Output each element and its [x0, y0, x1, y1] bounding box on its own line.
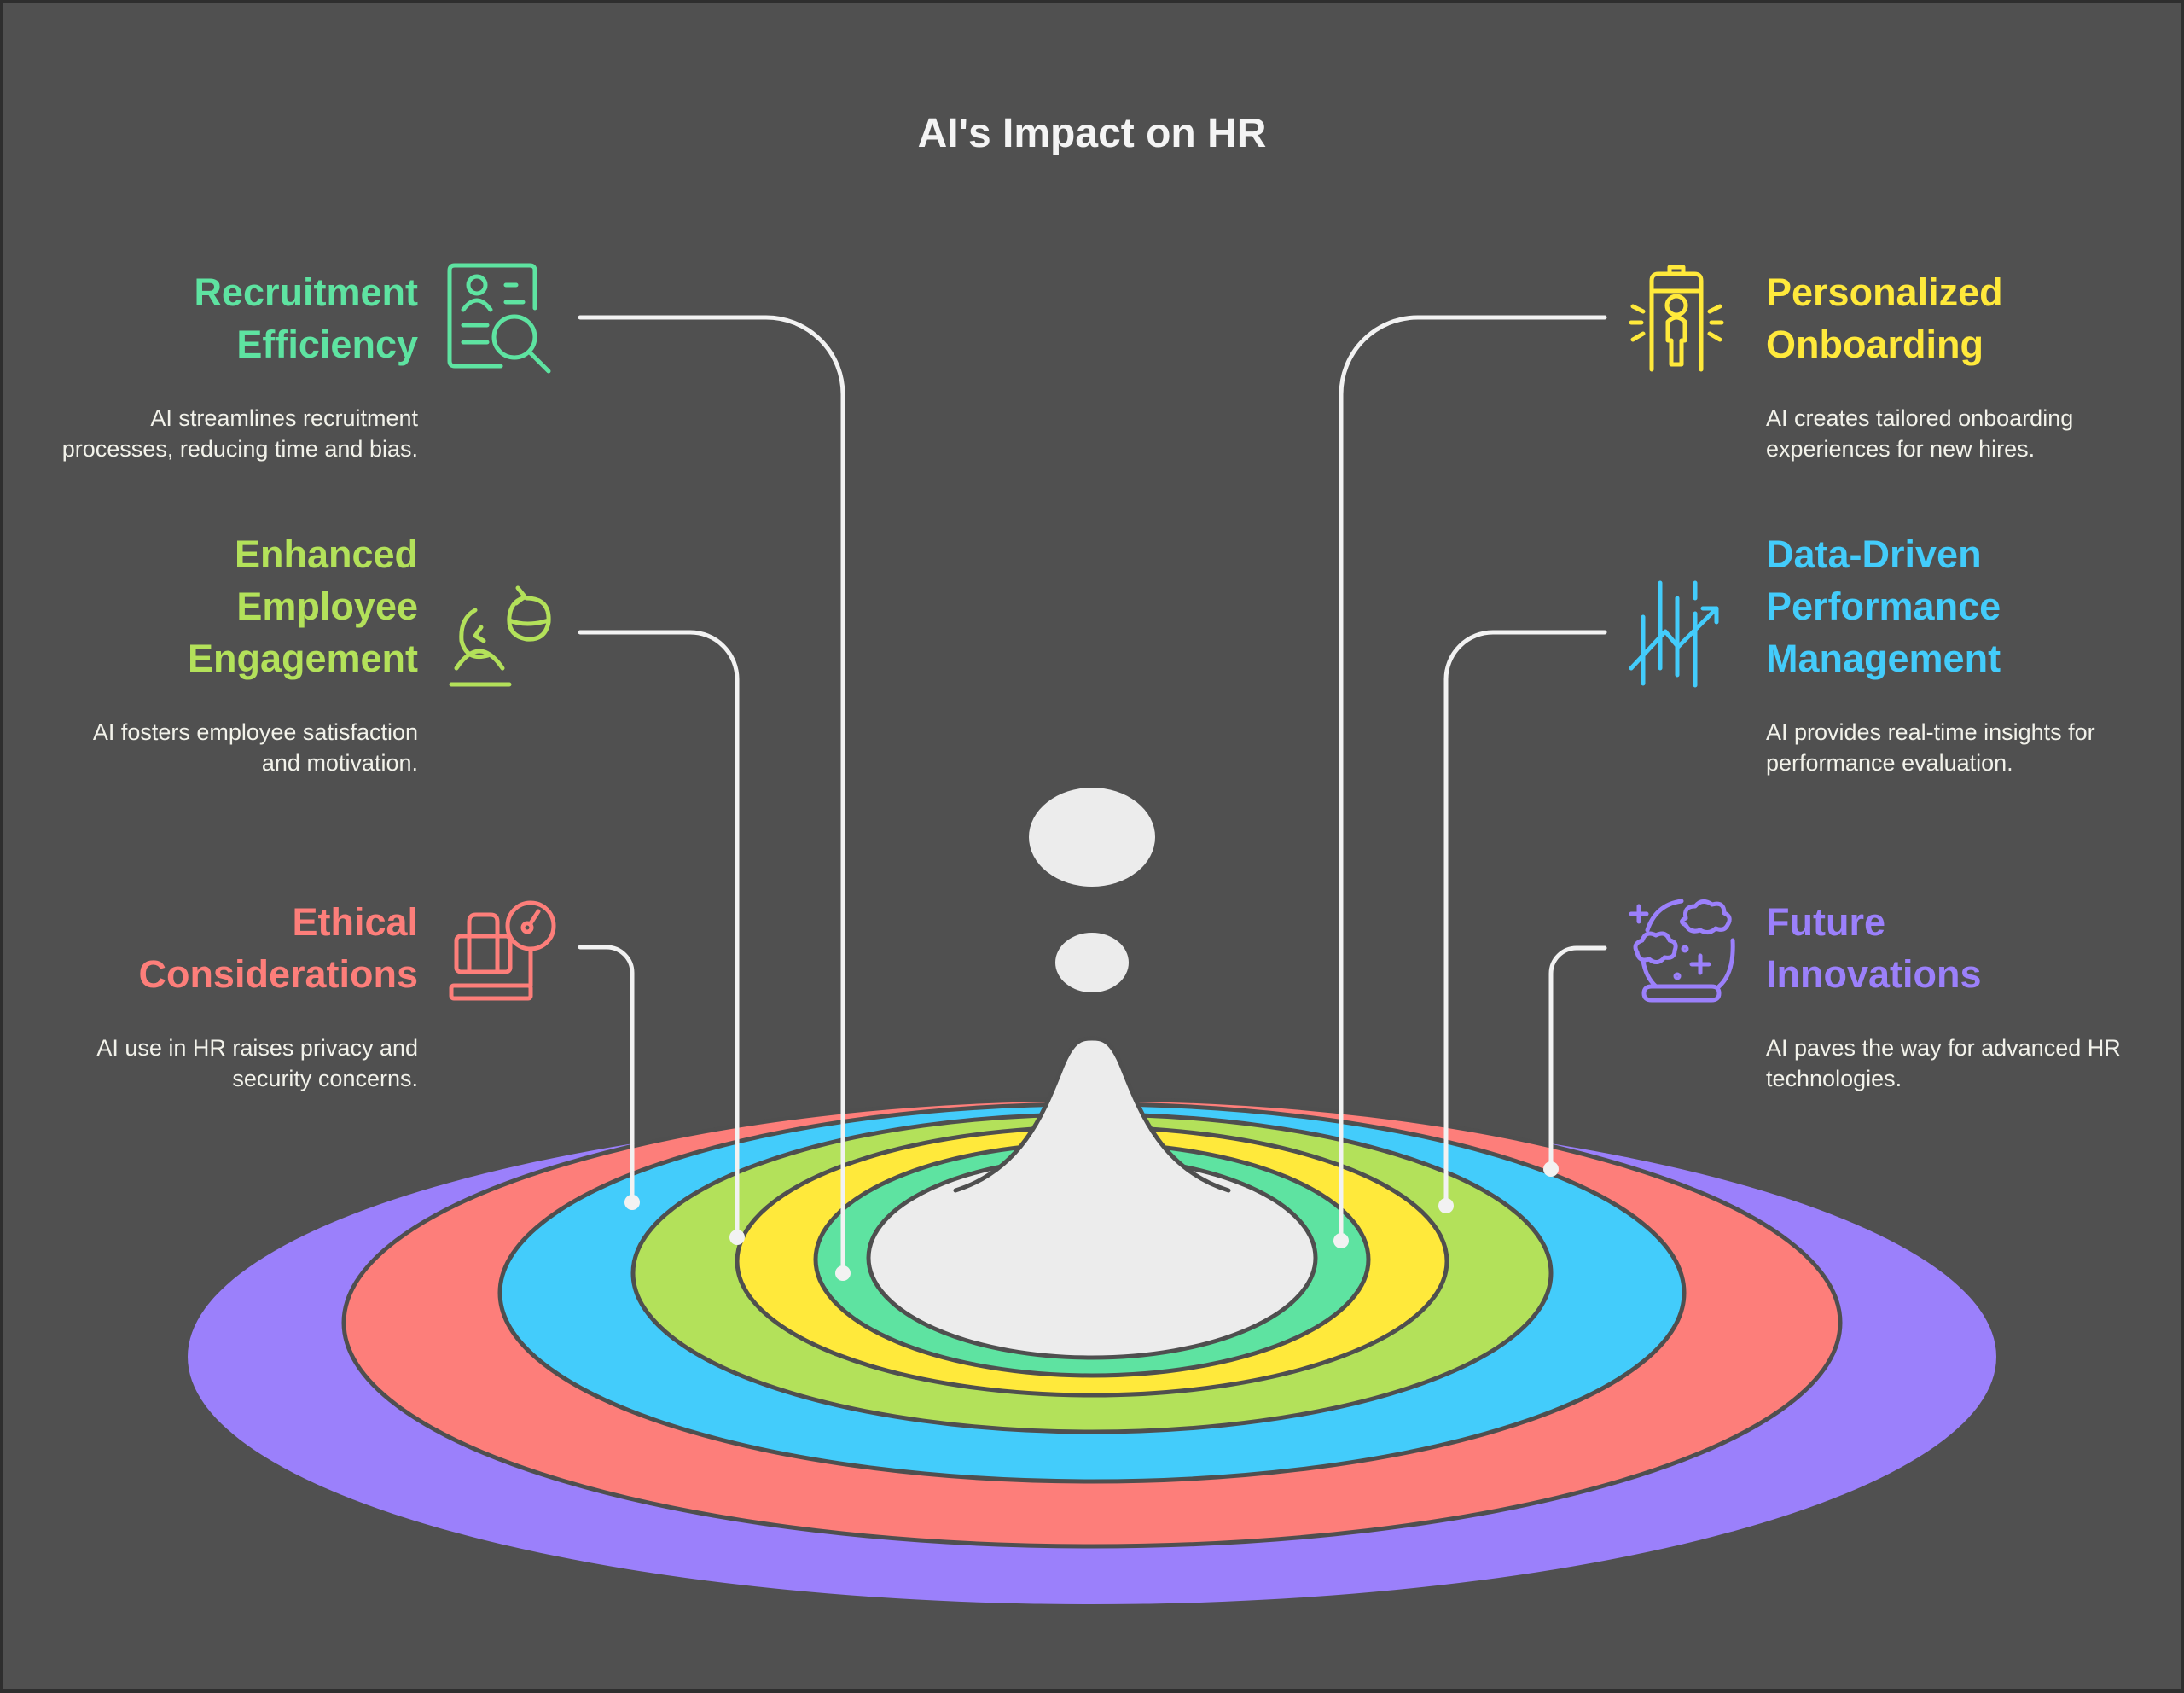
item-recruitment: Recruitment Efficiency AI streamlines re… — [60, 266, 418, 464]
item-future-title: Future Innovations — [1766, 896, 2124, 1000]
connector-engagement — [578, 630, 740, 1240]
item-performance-title: Data-Driven Performance Management — [1766, 528, 2124, 684]
item-future-description: AI paves the way for advanced HR technol… — [1766, 1035, 2121, 1091]
droplet-large — [1029, 788, 1155, 887]
person-refresh-icon — [449, 585, 551, 687]
item-recruitment-description: AI streamlines recruitment processes, re… — [61, 405, 418, 462]
title-line: Recruitment — [194, 271, 418, 314]
splash-spike-outline — [953, 1036, 1231, 1193]
item-onboarding-title: Personalized Onboarding — [1766, 266, 2124, 370]
item-ethical: Ethical Considerations AI use in HR rais… — [60, 896, 418, 1094]
dot-future — [1543, 1161, 1559, 1177]
dot-engagement — [729, 1230, 745, 1245]
droplet-small — [1055, 933, 1129, 992]
title-line: Future — [1766, 900, 1885, 944]
title-line: Performance — [1766, 585, 2001, 628]
title-line: Innovations — [1766, 952, 1982, 996]
dot-performance — [1438, 1198, 1454, 1213]
connector-performance — [1443, 630, 1607, 1208]
title-line: Management — [1766, 637, 2001, 680]
splash-spike — [956, 1038, 1228, 1212]
item-onboarding: Personalized Onboarding AI creates tailo… — [1766, 266, 2124, 464]
title-line: Efficiency — [236, 323, 418, 366]
connector-onboarding — [1339, 315, 1607, 1243]
dot-recruitment — [835, 1265, 851, 1281]
title-line: Enhanced — [234, 532, 418, 576]
dot-ethical — [624, 1195, 640, 1210]
resume-search-icon — [447, 263, 551, 374]
connector-future — [1548, 945, 1607, 1172]
title-line: Employee — [236, 585, 418, 628]
item-performance-description: AI provides real-time insights for perfo… — [1766, 719, 2095, 776]
title-line: Onboarding — [1766, 323, 1984, 366]
title-line: Ethical — [292, 900, 418, 944]
connector-dots — [624, 1161, 1559, 1281]
item-onboarding-description: AI creates tailored onboarding experienc… — [1766, 405, 2074, 462]
item-engagement: Enhanced Employee Engagement AI fosters … — [60, 528, 418, 778]
title-line: Personalized — [1766, 271, 2003, 314]
item-ethical-description: AI use in HR raises privacy and security… — [96, 1035, 418, 1091]
item-ethical-title: Ethical Considerations — [60, 896, 418, 1000]
item-future: Future Innovations AI paves the way for … — [1766, 896, 2124, 1094]
title-line: Considerations — [138, 952, 418, 996]
connector-ethical — [578, 945, 635, 1205]
item-engagement-title: Enhanced Employee Engagement — [60, 528, 418, 684]
item-engagement-description: AI fosters employee satisfaction and mot… — [92, 719, 418, 776]
ripple-rings — [188, 1097, 1996, 1604]
title-line: Data-Driven — [1766, 532, 1982, 576]
item-performance: Data-Driven Performance Management AI pr… — [1766, 528, 2124, 778]
title-line: Engagement — [187, 637, 418, 680]
luggage-scale-icon — [449, 900, 556, 1001]
item-recruitment-title: Recruitment Efficiency — [60, 266, 418, 370]
connectors — [578, 315, 1607, 1276]
diagram-title: AI's Impact on HR — [917, 111, 1267, 156]
security-gate-person-icon — [1629, 265, 1724, 372]
connector-recruitment — [578, 315, 845, 1276]
dot-onboarding — [1333, 1233, 1349, 1248]
chart-trend-up-icon — [1629, 580, 1719, 688]
crystal-ball-icon — [1629, 899, 1735, 1003]
